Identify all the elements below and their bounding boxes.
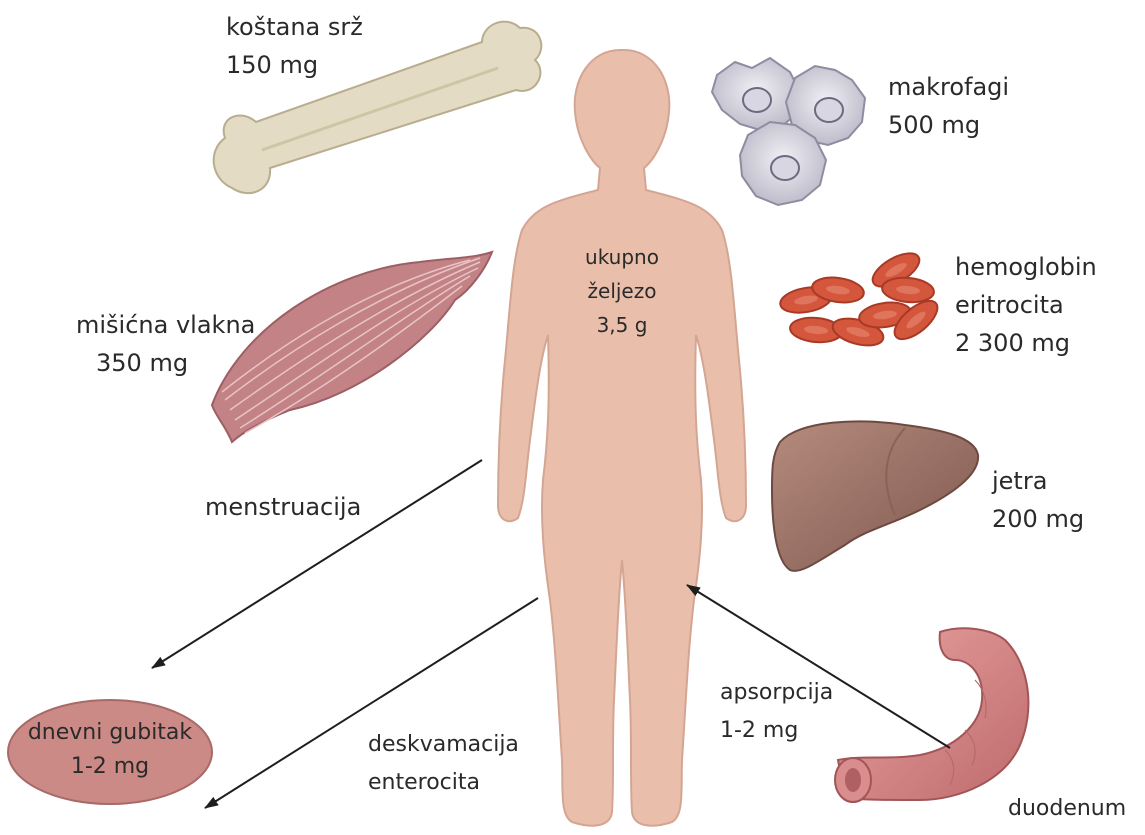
liver-label: jetra 200 mg — [992, 462, 1084, 538]
erythrocyte-amount: 2 300 mg — [955, 324, 1097, 362]
macrophage-cells — [712, 58, 865, 205]
erythrocytes-cluster — [778, 247, 943, 351]
absorption-label: apsorpcija 1-2 mg — [720, 674, 833, 750]
daily-loss-name: dnevni gubitak — [12, 716, 208, 750]
muscle-fiber-amount: 350 mg — [76, 344, 255, 382]
daily-loss-label: dnevni gubitak 1-2 mg — [12, 716, 208, 784]
erythrocyte-line-1: hemoglobin — [955, 248, 1097, 286]
bone-marrow-label: koštana srž 150 mg — [226, 8, 363, 84]
erythrocyte-line-2: eritrocita — [955, 286, 1097, 324]
macrophage-cell — [712, 58, 800, 130]
muscle-fiber-label: mišićna vlakna 350 mg — [76, 306, 255, 382]
macrophages-name: makrofagi — [888, 68, 1009, 106]
menstruation-text: menstruacija — [205, 488, 361, 526]
liver-amount: 200 mg — [992, 500, 1084, 538]
liver-name: jetra — [992, 462, 1084, 500]
bone-marrow-name: koštana srž — [226, 8, 363, 46]
body-label-line-2: željezo — [542, 274, 702, 308]
menstruation-label: menstruacija — [205, 488, 361, 526]
liver-illustration — [772, 421, 978, 571]
human-body-silhouette — [498, 50, 746, 826]
desquamation-line-1: deskvamacija — [368, 726, 519, 764]
desquamation-label: deskvamacija enterocita — [368, 726, 519, 802]
daily-loss-amount: 1-2 mg — [12, 750, 208, 784]
body-total-iron-label: ukupno željezo 3,5 g — [542, 240, 702, 342]
duodenum-label: duodenum — [1008, 790, 1126, 828]
desquamation-line-2: enterocita — [368, 764, 519, 802]
body-label-line-3: 3,5 g — [542, 308, 702, 342]
erythrocyte-hemoglobin-label: hemoglobin eritrocita 2 300 mg — [955, 248, 1097, 362]
macrophages-label: makrofagi 500 mg — [888, 68, 1009, 144]
absorption-amount: 1-2 mg — [720, 712, 833, 750]
muscle-fiber-name: mišićna vlakna — [76, 306, 255, 344]
duodenum-name: duodenum — [1008, 790, 1126, 828]
absorption-name: apsorpcija — [720, 674, 833, 712]
body-label-line-1: ukupno — [542, 240, 702, 274]
bone-marrow-amount: 150 mg — [226, 46, 363, 84]
macrophages-amount: 500 mg — [888, 106, 1009, 144]
duodenum-illustration — [835, 628, 1028, 802]
